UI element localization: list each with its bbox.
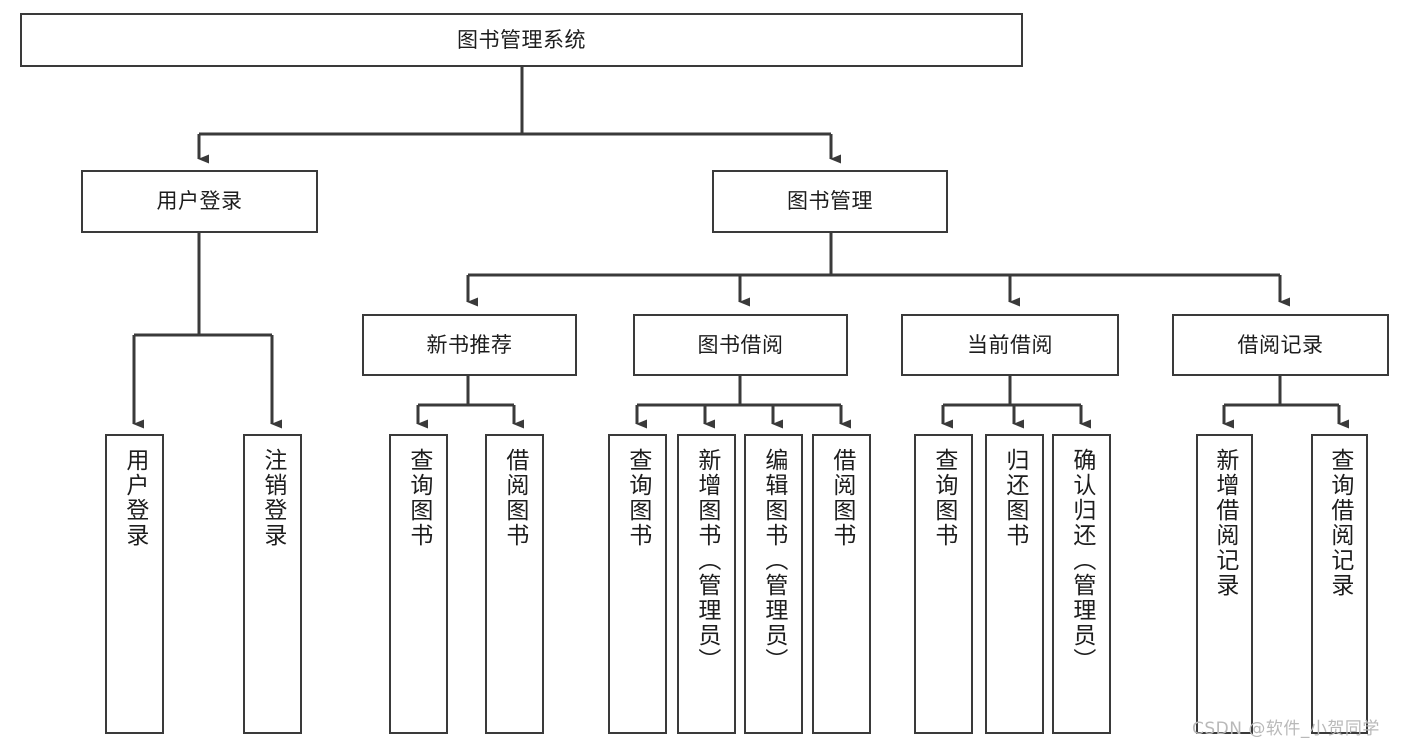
node-book-borrow[interactable]: 图书借阅 <box>633 314 848 376</box>
node-current-borrow-label: 当前借阅 <box>967 332 1053 357</box>
node-borrow-record[interactable]: 借阅记录 <box>1172 314 1389 376</box>
node-root[interactable]: 图书管理系统 <box>20 13 1023 67</box>
node-leaf-borrow-book-2-label: 借阅图书 <box>828 448 855 548</box>
node-leaf-query-book-1[interactable]: 查询图书 <box>389 434 448 734</box>
node-leaf-borrow-book-1[interactable]: 借阅图书 <box>485 434 544 734</box>
node-user-login-label: 用户登录 <box>156 189 243 214</box>
node-leaf-edit-book-label: 编辑图书（管理员） <box>760 448 787 673</box>
node-leaf-return-book[interactable]: 归还图书 <box>985 434 1044 734</box>
node-leaf-user-login-label: 用户登录 <box>121 448 148 548</box>
node-leaf-confirm-return[interactable]: 确认归还（管理员） <box>1052 434 1111 734</box>
node-book-management[interactable]: 图书管理 <box>712 170 948 233</box>
node-leaf-add-book-label: 新增图书（管理员） <box>693 448 720 673</box>
node-user-login[interactable]: 用户登录 <box>81 170 318 233</box>
node-leaf-borrow-book-1-label: 借阅图书 <box>501 448 528 548</box>
node-leaf-query-book-1-label: 查询图书 <box>405 448 432 548</box>
node-leaf-add-record-label: 新增借阅记录 <box>1211 448 1238 598</box>
node-leaf-borrow-book-2[interactable]: 借阅图书 <box>812 434 871 734</box>
node-leaf-confirm-return-label: 确认归还（管理员） <box>1068 448 1095 673</box>
node-new-book-recommend[interactable]: 新书推荐 <box>362 314 577 376</box>
node-borrow-record-label: 借阅记录 <box>1237 332 1324 357</box>
node-leaf-query-record[interactable]: 查询借阅记录 <box>1311 434 1368 734</box>
node-book-management-label: 图书管理 <box>787 189 873 214</box>
node-leaf-return-book-label: 归还图书 <box>1001 448 1028 548</box>
node-root-label: 图书管理系统 <box>457 27 586 52</box>
node-leaf-add-record[interactable]: 新增借阅记录 <box>1196 434 1253 734</box>
node-leaf-user-login[interactable]: 用户登录 <box>105 434 164 734</box>
node-leaf-add-book[interactable]: 新增图书（管理员） <box>677 434 736 734</box>
node-book-borrow-label: 图书借阅 <box>697 332 784 357</box>
node-leaf-query-book-3-label: 查询图书 <box>930 448 957 548</box>
node-leaf-query-book-2-label: 查询图书 <box>624 448 651 548</box>
node-leaf-query-book-3[interactable]: 查询图书 <box>914 434 973 734</box>
node-current-borrow[interactable]: 当前借阅 <box>901 314 1119 376</box>
node-leaf-query-record-label: 查询借阅记录 <box>1326 448 1353 598</box>
node-leaf-logout-login-label: 注销登录 <box>259 448 286 548</box>
csdn-watermark: CSDN @软件_小贺同学 <box>1192 719 1380 739</box>
node-leaf-logout-login[interactable]: 注销登录 <box>243 434 302 734</box>
node-leaf-edit-book[interactable]: 编辑图书（管理员） <box>744 434 803 734</box>
node-leaf-query-book-2[interactable]: 查询图书 <box>608 434 667 734</box>
node-new-book-recommend-label: 新书推荐 <box>426 332 513 357</box>
